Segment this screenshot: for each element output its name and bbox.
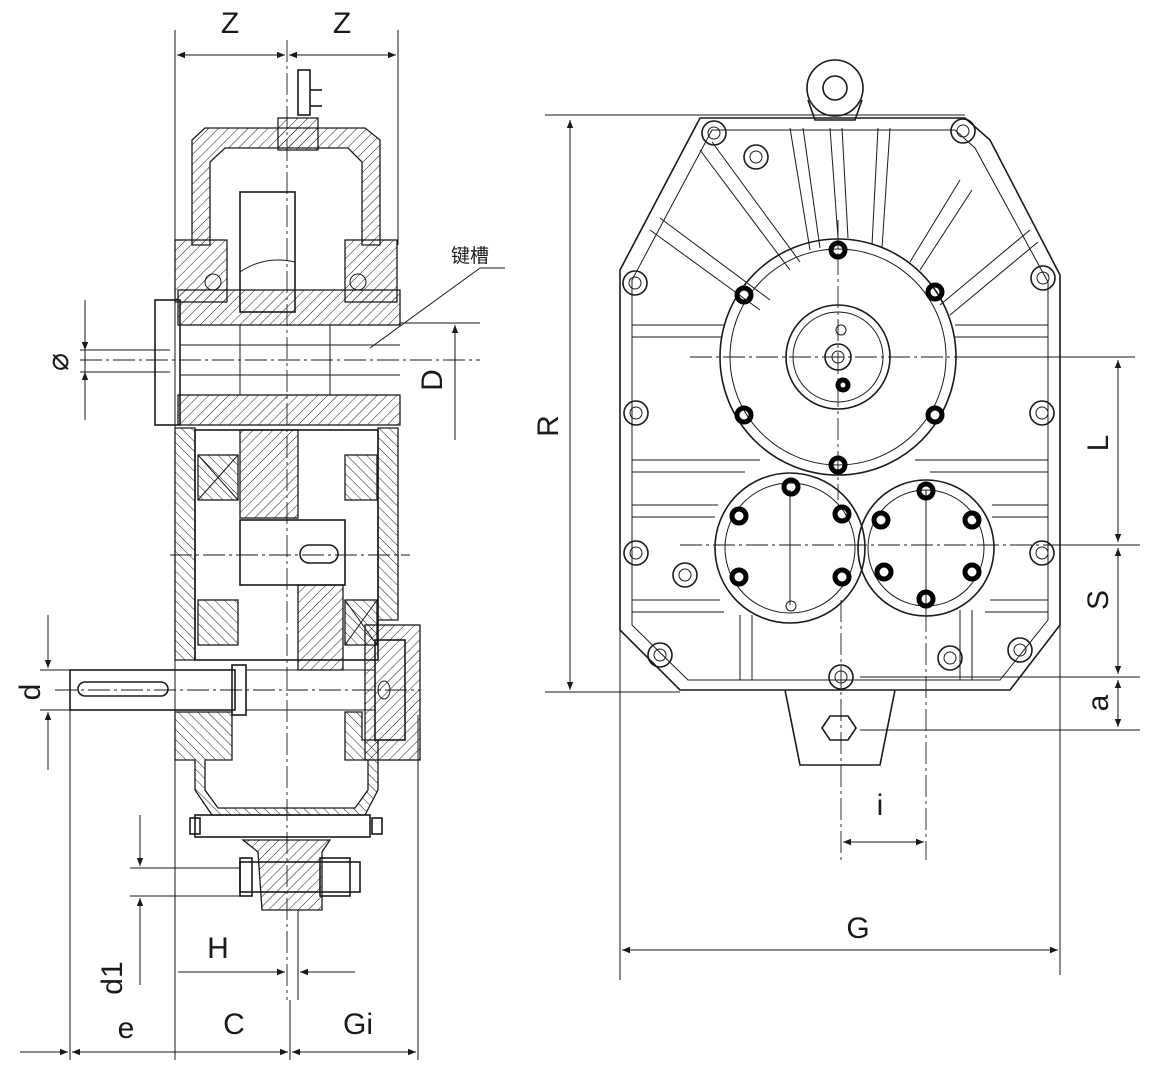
label-phi: ⌀ [42, 353, 75, 371]
label-e: e [118, 1012, 135, 1045]
label-R: R [532, 415, 565, 437]
label-C: C [223, 1008, 245, 1041]
label-H: H [207, 932, 229, 965]
front-view [619, 59, 1140, 860]
front-dimensions [545, 114, 1140, 980]
casing-ribs [632, 127, 1048, 680]
label-L: L [1082, 435, 1115, 452]
label-S: S [1082, 590, 1115, 610]
section-dimensions [20, 30, 505, 1060]
label-D: D [416, 369, 449, 391]
label-z-right: Z [333, 7, 351, 40]
label-keyway: 键槽 [451, 245, 489, 267]
label-d: d [14, 684, 47, 701]
label-i: i [877, 789, 884, 822]
label-a: a [1082, 694, 1115, 711]
label-z-left: Z [221, 7, 239, 40]
label-d1: d1 [96, 961, 129, 994]
casing-bolts [622, 118, 1056, 690]
dimension-labels: Z Z 键槽 ⌀ D d d1 H e C Gi R L S a i G [14, 7, 1115, 1045]
label-G: G [846, 912, 869, 945]
label-Gi: Gi [343, 1008, 373, 1041]
section-view [55, 40, 480, 1000]
